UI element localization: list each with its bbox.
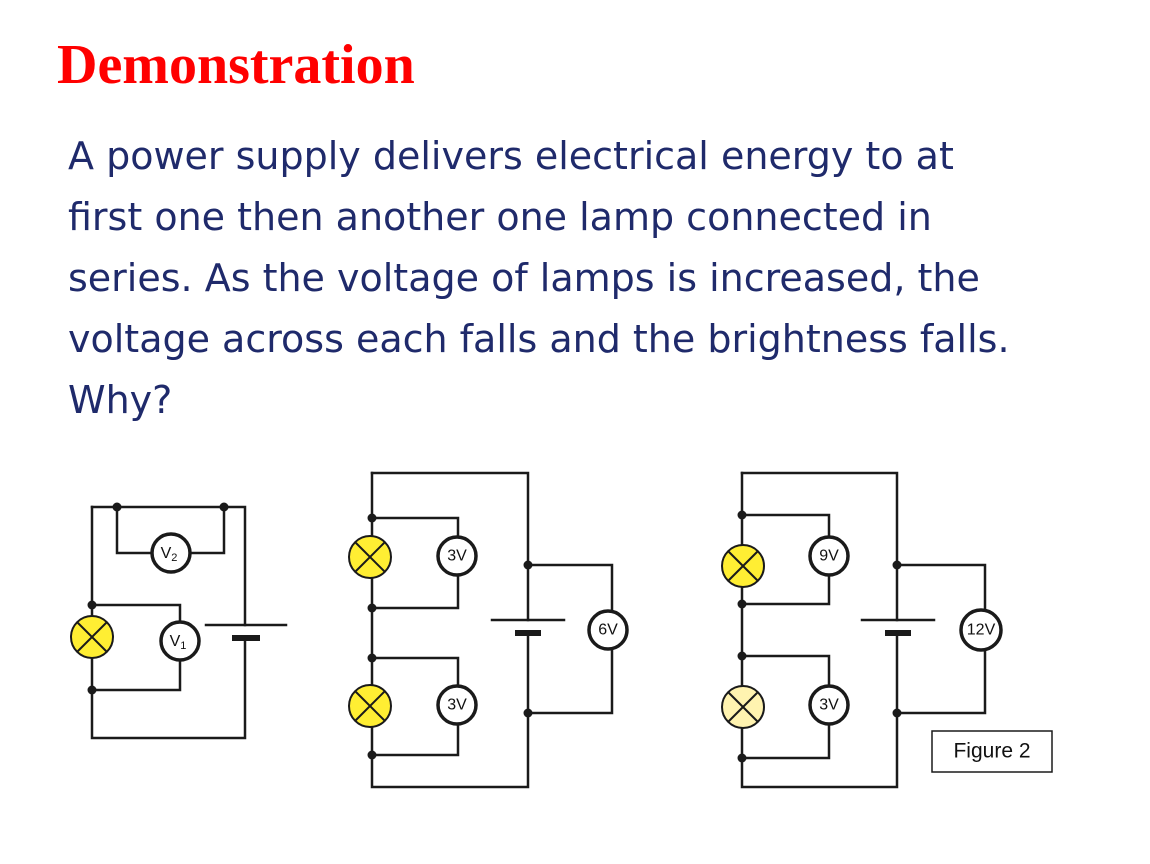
voltmeter-v1: V1: [159, 620, 201, 662]
lamp-bright: [70, 615, 114, 659]
meter-label: V1: [170, 633, 187, 653]
figure-label: Figure 2: [931, 730, 1053, 773]
figure-label-text: Figure 2: [953, 740, 1030, 763]
voltmeter-lamp-2: 3V: [808, 684, 850, 726]
voltmeter-lamp-1: 9V: [808, 535, 850, 577]
meter-label: V2: [161, 545, 178, 565]
lamp-dim: [721, 685, 765, 729]
lamp-bright: [721, 544, 765, 588]
circuit-two-lamps-12v: 9V 3V 12V: [721, 471, 1003, 789]
voltmeter-v2: V2: [150, 532, 192, 574]
voltmeter-lamp-1: 3V: [436, 535, 478, 577]
body-line-4: voltage across each falls and the bright…: [68, 317, 1010, 361]
body-line-5: Why?: [68, 378, 173, 422]
slide-body-text: A power supply delivers electrical energ…: [68, 126, 1138, 431]
lamp-bright: [348, 684, 392, 728]
circuit-two-lamps-6v: 3V 3V 6V: [348, 471, 629, 789]
meter-label: 6V: [598, 622, 618, 639]
circuit-single-lamp: V2 V1: [70, 502, 288, 740]
meter-label: 9V: [819, 548, 839, 565]
meter-label: 3V: [819, 697, 839, 714]
voltmeter-lamp-2: 3V: [436, 684, 478, 726]
voltmeter-supply: 6V: [587, 609, 629, 651]
voltmeter-supply: 12V: [959, 608, 1003, 652]
body-line-3: series. As the voltage of lamps is incre…: [68, 256, 980, 300]
body-line-1: A power supply delivers electrical energ…: [68, 134, 954, 178]
meter-label: 12V: [967, 622, 996, 639]
lamp-bright: [348, 535, 392, 579]
meter-label: 3V: [447, 697, 467, 714]
meter-label: 3V: [447, 548, 467, 565]
slide-title: Demonstration: [57, 34, 415, 96]
body-line-2: first one then another one lamp connecte…: [68, 195, 932, 239]
